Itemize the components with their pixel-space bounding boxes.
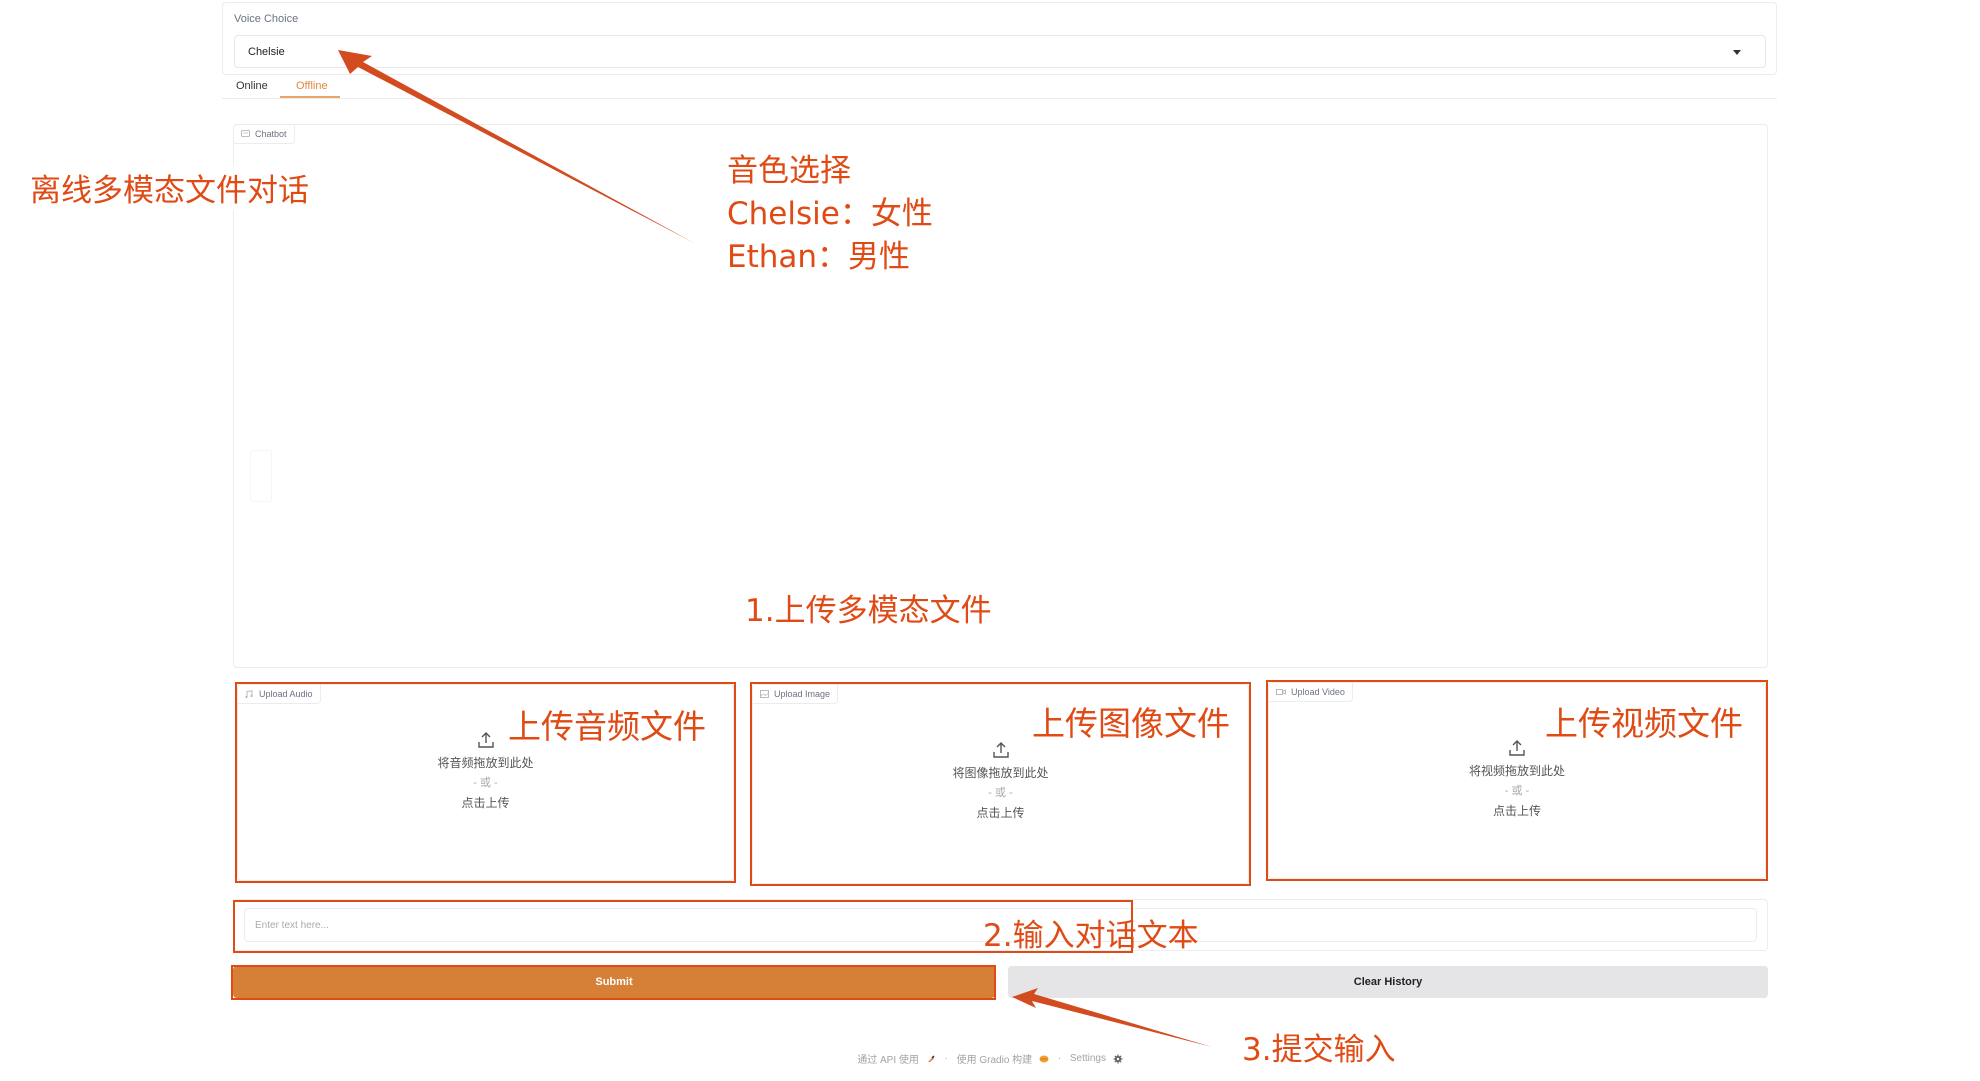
drop-hint: 将视频拖放到此处 — [1468, 764, 1565, 778]
submit-button[interactable]: Submit — [233, 966, 995, 998]
music-note-icon — [245, 690, 253, 698]
click-to-upload[interactable]: 点击上传 — [1492, 804, 1541, 818]
upload-icon — [1509, 740, 1525, 756]
chatbot-label: Chatbot — [234, 125, 295, 144]
upload-audio-label: Upload Audio — [238, 685, 321, 704]
chat-icon — [241, 130, 250, 137]
voice-choice-dropdown[interactable]: Chelsie — [234, 35, 1766, 68]
footer: 通过 API 使用 · 使用 Gradio 构建 · Settings — [0, 1051, 1980, 1066]
upload-icon — [992, 742, 1009, 758]
or-divider: - 或 - — [988, 787, 1013, 799]
chatbot-panel: Chatbot — [233, 124, 1768, 668]
annotation-image: 上传图像文件 — [1032, 697, 1230, 745]
annotation-offline: 离线多模态文件对话 — [30, 165, 309, 210]
click-to-upload[interactable]: 点击上传 — [461, 796, 510, 810]
tab-online[interactable]: Online — [236, 80, 268, 92]
annotation-audio: 上传音频文件 — [508, 700, 706, 748]
tab-offline[interactable]: Offline — [296, 80, 328, 92]
annotation-step1: 1.上传多模态文件 — [745, 585, 992, 630]
upload-image-label: Upload Image — [753, 685, 839, 704]
annotation-step2: 2.输入对话文本 — [983, 918, 1199, 954]
annotation-step3: 3.提交输入 — [1242, 1024, 1396, 1069]
drop-hint: 将音频拖放到此处 — [437, 756, 534, 770]
api-link[interactable]: 通过 API 使用 — [857, 1053, 938, 1066]
image-icon — [760, 690, 769, 698]
text-input-block — [233, 899, 1768, 951]
voice-choice-label: Voice Choice — [234, 13, 299, 25]
active-tab-indicator — [280, 96, 340, 98]
or-divider: - 或 - — [1504, 785, 1530, 797]
rocket-icon — [927, 1054, 935, 1062]
message-input[interactable] — [244, 908, 1757, 942]
gear-icon — [1113, 1054, 1123, 1063]
video-camera-icon — [1276, 689, 1286, 695]
clear-history-button[interactable]: Clear History — [1008, 966, 1768, 998]
click-to-upload[interactable]: 点击上传 — [976, 806, 1025, 820]
settings-link[interactable]: Settings — [1070, 1053, 1123, 1064]
gradio-link[interactable]: 使用 Gradio 构建 — [957, 1053, 1052, 1066]
chevron-down-icon — [1733, 50, 1741, 55]
drop-hint: 将图像拖放到此处 — [952, 766, 1049, 780]
mode-tabs: Online Offline — [222, 76, 1777, 99]
voice-choice-block: Voice Choice Chelsie — [222, 2, 1777, 75]
or-divider: - 或 - — [473, 777, 498, 789]
annotation-video: 上传视频文件 — [1545, 697, 1743, 745]
upload-icon — [477, 732, 494, 748]
voice-choice-value: Chelsie — [248, 45, 285, 58]
gradio-logo-icon — [1039, 1055, 1049, 1062]
annotation-voice: 音色选择 Chelsie：女性 Ethan：男性 — [727, 150, 933, 279]
upload-video-label: Upload Video — [1269, 683, 1353, 702]
scroll-placeholder — [250, 450, 272, 502]
